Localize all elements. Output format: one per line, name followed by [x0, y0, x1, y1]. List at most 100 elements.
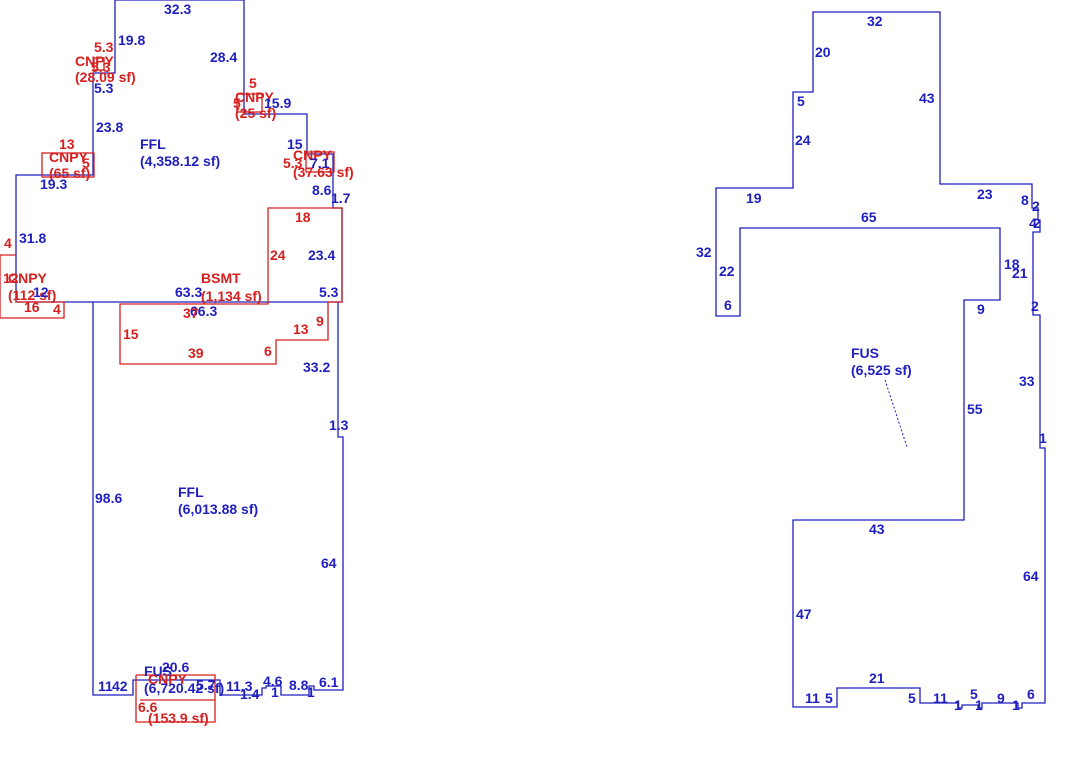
dimension-label: 1 [271, 684, 279, 700]
basement-code: BSMT [201, 270, 241, 286]
dimension-label: 2 [1031, 298, 1039, 314]
dimension-label: 18 [295, 209, 311, 225]
dimension-label: 19.3 [40, 176, 67, 192]
dimension-label: 4 [4, 235, 12, 251]
canopy-4-code: CNPY [293, 147, 333, 163]
cluster-dim2: 5.7 [196, 677, 216, 693]
cluster-area-b: (153.9 sf) [148, 710, 209, 726]
lower-ffl-area: (6,013.88 sf) [178, 501, 258, 517]
dimension-label: 11.3 [226, 678, 253, 694]
dimension-label: 13 [59, 136, 75, 152]
dimension-label: 24 [270, 247, 286, 263]
dimension-label: 1 [975, 697, 983, 713]
dimension-label: 5 [797, 93, 805, 109]
canopy-3-outline [41, 152, 95, 178]
dimension-label: 9 [977, 301, 985, 317]
canopy-1-code: CNPY [75, 53, 115, 69]
dimension-label: 6 [1027, 686, 1035, 702]
dimension-label: 42 [112, 678, 128, 694]
dimension-label: 11 [933, 690, 948, 706]
dimension-label: 64 [1023, 568, 1039, 584]
upper-ffl-code: FFL [140, 136, 166, 152]
dimension-label: 1.4 [240, 686, 260, 702]
canopy-2-code: CNPY [235, 89, 275, 105]
dimension-label: 4.6 [263, 673, 283, 689]
dimension-label: 13 [293, 321, 309, 337]
dimension-label: 6 [264, 343, 272, 359]
dimension-label: 21 [869, 670, 885, 686]
dimension-label: 1 [1039, 430, 1047, 446]
dimension-label: 9 [316, 313, 324, 329]
dimension-label: 39 [188, 345, 204, 361]
dimension-label: 11 [98, 678, 113, 694]
dimension-label: 8.6 [312, 182, 332, 198]
dimension-label: 28.4 [210, 49, 237, 65]
canopy-5-area: (112 sf) [8, 287, 56, 303]
dimension-label: 8 [1021, 192, 1029, 208]
canopy-3-code: CNPY [49, 149, 89, 165]
canopy-4-area: (37.63 sf) [293, 164, 354, 180]
area-leader-line [884, 379, 908, 448]
dimension-label: 23.4 [308, 247, 335, 263]
dimension-label: 21 [1012, 265, 1028, 281]
canopy-3-area: (65 sf) [49, 165, 90, 181]
dimension-label: 43 [869, 521, 885, 537]
cluster-code-a: FUS [144, 663, 172, 679]
fus-area: (6,525 sf) [851, 362, 912, 378]
fus-outline [715, 11, 1046, 709]
right-sketch: FUS (6,525 sf) 32 20 5 43 24 19 23 8 2 4… [696, 11, 1047, 713]
dimension-label: 5.3 [94, 80, 114, 96]
dimension-label: 63.3 [175, 284, 202, 300]
dimension-label: 20 [815, 44, 831, 60]
dimension-label: 23.8 [96, 119, 123, 135]
dimension-label: 43 [919, 90, 935, 106]
dimension-label: 9 [997, 690, 1005, 706]
left-area-labels: FFL (4,358.12 sf) FFL (6,013.88 sf) BSMT… [8, 53, 354, 726]
dimension-label: 6.1 [319, 674, 339, 690]
cluster-dim: 20.6 [162, 659, 189, 675]
dimension-label: 98.6 [95, 490, 122, 506]
dimension-label: 19.8 [118, 32, 145, 48]
dimension-label: 1.7 [331, 190, 351, 206]
dimension-label: 65 [861, 209, 877, 225]
cluster-outline [135, 674, 216, 723]
dimension-label: 5 [970, 686, 978, 702]
cluster-area-a: (6,720.42 sf) [144, 680, 224, 696]
dimension-label: 1 [1012, 697, 1020, 713]
cluster-code-b: CNPY [148, 671, 188, 687]
dimension-label: 32.3 [164, 1, 191, 17]
dimension-label: 4 [53, 301, 61, 317]
dimension-label: 5.3 [91, 59, 111, 75]
canopy-5-code: CNPY [8, 270, 48, 286]
dimension-label: 5.3 [94, 39, 114, 55]
canopy-1-outline [93, 57, 105, 71]
dimension-label: 32 [867, 13, 883, 29]
dimension-label: 11 [805, 690, 820, 706]
dimension-label: 12 [33, 284, 49, 300]
dimension-label: 1.3 [329, 417, 349, 433]
dimension-label: 1 [307, 684, 315, 700]
canopy-5-outline [0, 254, 65, 319]
left-dimensions: 32.3 19.8 28.4 5.3 23.8 15.9 15 7.1 8.6 … [3, 1, 351, 702]
dimension-label: 64 [321, 555, 337, 571]
dimension-label: 66.3 [190, 303, 217, 319]
dimension-label: 4 [1029, 215, 1037, 231]
dimension-label: 5 [233, 95, 241, 111]
dimension-label: 5 [825, 690, 833, 706]
dimension-label: 19 [746, 190, 762, 206]
dimension-label: 5.3 [283, 155, 303, 171]
dimension-label: 55 [967, 401, 983, 417]
lower-ffl-outline [92, 302, 344, 696]
dimension-label: 33 [1019, 373, 1035, 389]
dimension-label: 15.9 [264, 95, 291, 111]
dimension-label: 15 [123, 326, 139, 342]
dimension-label: 1 [954, 697, 962, 713]
cluster-dim3: 6.6 [138, 699, 158, 715]
upper-ffl-area: (4,358.12 sf) [140, 153, 220, 169]
canopy-2-area: (25 sf) [235, 105, 276, 121]
lower-ffl-code: FFL [178, 484, 204, 500]
dimension-label: 23 [977, 186, 993, 202]
dimension-label: 16 [24, 299, 40, 315]
dimension-label: 18 [1004, 256, 1020, 272]
